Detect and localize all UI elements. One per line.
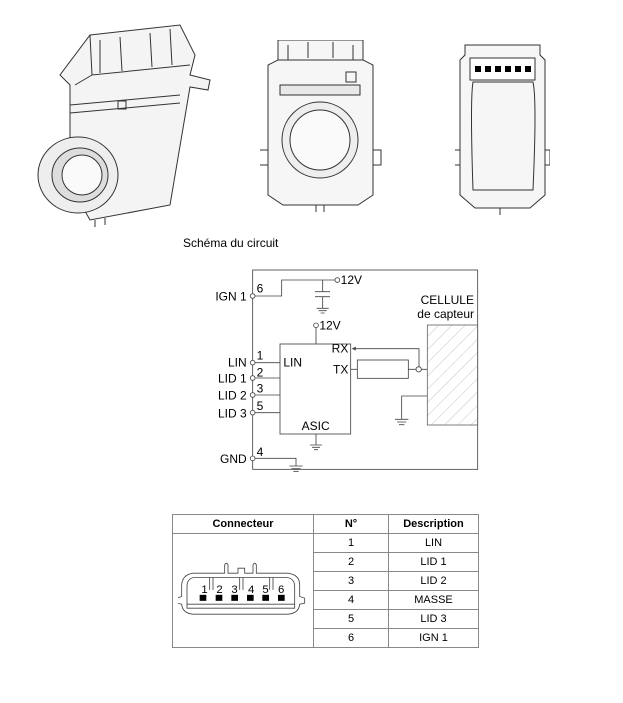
- table-row: 2 LID 1: [173, 552, 479, 572]
- header-number: N°: [313, 514, 389, 534]
- cell-label-line1: CELLULE: [421, 293, 474, 307]
- pin-number-4: 4: [257, 445, 264, 459]
- table-row: 1 2 3 4 5 6 1 LIN: [172, 533, 479, 648]
- sensor-rear-illustration: [455, 44, 550, 215]
- pin-number: 3: [313, 571, 389, 591]
- table-row: 3 LID 2: [173, 571, 479, 591]
- pin-description: IGN 1: [388, 628, 479, 648]
- pin-number: 5: [313, 609, 389, 629]
- circuit-diagram: IGN 1 6 LIN 1 LID 1 2 LID 2 3 LID 3 5 GN…: [215, 269, 479, 472]
- pin-description: LID 2: [388, 571, 479, 591]
- pin-label-lin: LIN: [228, 356, 247, 370]
- sensor-cell: [426, 324, 479, 426]
- pin-description: LIN: [388, 533, 479, 553]
- sensor-front-illustration: [260, 40, 382, 212]
- pin-description: LID 3: [388, 609, 479, 629]
- connector-drawing-cell: 1 2 3 4 5 6: [172, 533, 314, 648]
- schema-title: Schéma du circuit: [183, 236, 279, 250]
- pin-label-ign1: IGN 1: [215, 290, 247, 304]
- connector-pin-4: 4: [248, 584, 254, 596]
- pin-number: 2: [313, 552, 389, 572]
- connector-pin-3: 3: [231, 584, 237, 596]
- table-row: 4 MASSE: [173, 590, 479, 610]
- header-description: Description: [388, 514, 479, 534]
- supply-12v-top: 12V: [341, 273, 362, 287]
- asic-label: ASIC: [302, 419, 330, 433]
- asic-rx-label: RX: [332, 342, 349, 356]
- connector-pin-2: 2: [216, 584, 222, 596]
- pin-number-6: 6: [257, 282, 264, 296]
- connector-icon: 1 2 3 4 5 6: [176, 562, 306, 615]
- pin-description: MASSE: [388, 590, 479, 610]
- asic-tx-label: TX: [333, 362, 348, 376]
- pin-label-lid3: LID 3: [218, 406, 247, 420]
- connector-pin-6: 6: [278, 584, 284, 596]
- table-header-row: Connecteur N° Description: [172, 514, 479, 534]
- header-connecteur: Connecteur: [172, 514, 314, 534]
- pin-number: 1: [313, 533, 389, 553]
- pin-description: LID 1: [388, 552, 479, 572]
- pin-number: 6: [313, 628, 389, 648]
- pin-label-lid1: LID 1: [218, 372, 247, 386]
- pin-label-lid2: LID 2: [218, 389, 247, 403]
- sensor-perspective-illustration: [37, 24, 211, 227]
- supply-12v-asic: 12V: [319, 318, 340, 332]
- connector-pin-1: 1: [201, 584, 207, 596]
- pin-number: 4: [313, 590, 389, 610]
- connector-pinout-table: Connecteur N° Description 1 2 3: [172, 514, 479, 648]
- pin-number-1: 1: [257, 348, 264, 362]
- cell-label-line2: de capteur: [417, 307, 474, 321]
- pin-number-3: 3: [257, 382, 264, 396]
- pin-label-gnd: GND: [220, 452, 247, 466]
- pin-number-2: 2: [257, 366, 264, 380]
- pin-number-5: 5: [257, 399, 264, 413]
- asic-lin-label: LIN: [283, 356, 302, 370]
- table-row: 5 LID 3: [173, 609, 479, 629]
- connector-pin-5: 5: [262, 584, 268, 596]
- table-row: 6 IGN 1: [173, 628, 479, 648]
